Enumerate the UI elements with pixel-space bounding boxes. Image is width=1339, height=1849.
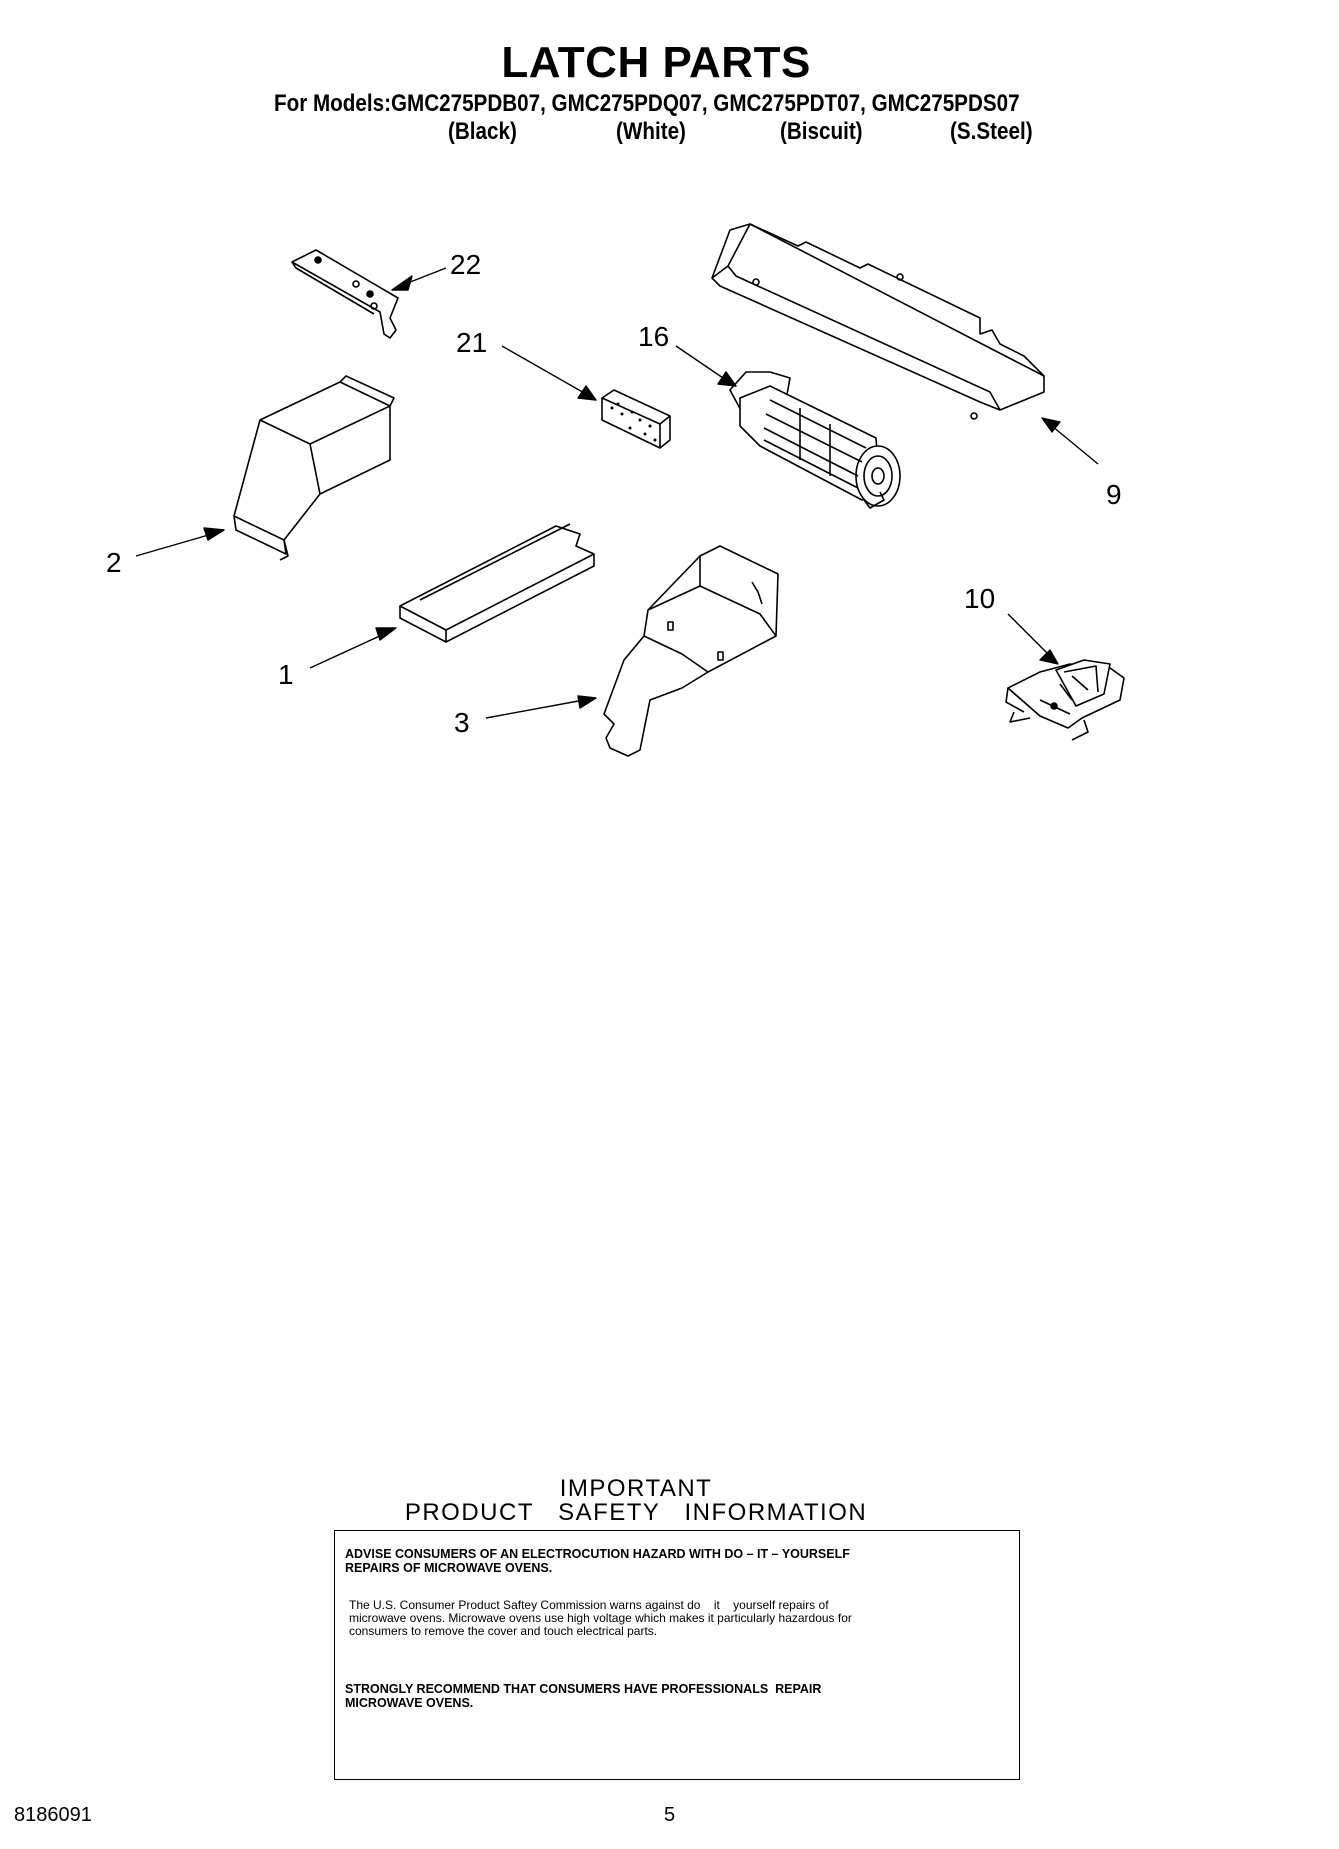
part-10-latch-switch: [1005, 659, 1125, 741]
page-title: LATCH PARTS: [501, 38, 811, 87]
part-21-block: [601, 389, 671, 449]
callout-2: 2: [106, 547, 122, 578]
color-black: (Black): [448, 118, 517, 145]
callout-3: 3: [454, 707, 470, 738]
body-line-3: consumers to remove the cover and touch …: [349, 1624, 658, 1638]
callout-21: 21: [456, 327, 487, 358]
warning-line-2: REPAIRS OF MICROWAVE OVENS.: [345, 1561, 553, 1575]
color-stainless: (S.Steel): [950, 118, 1033, 145]
safety-info-box: ADVISE CONSUMERS OF AN ELECTROCUTION HAZ…: [334, 1530, 1020, 1780]
color-white: (White): [616, 118, 686, 145]
color-biscuit: (Biscuit): [780, 118, 863, 145]
callout-1: 1: [278, 659, 294, 690]
body-line-2: microwave ovens. Microwave ovens use hig…: [349, 1611, 852, 1625]
part-1-plate: [399, 523, 595, 643]
recommend-line-1: STRONGLY RECOMMEND THAT CONSUMERS HAVE P…: [345, 1682, 822, 1696]
safety-body: The U.S. Consumer Product Saftey Commiss…: [349, 1599, 1009, 1638]
warning-line-1: ADVISE CONSUMERS OF AN ELECTROCUTION HAZ…: [345, 1547, 850, 1561]
part-22-bracket: [291, 249, 399, 339]
part-16-blower: [729, 371, 901, 509]
callout-22: 22: [450, 249, 481, 280]
leader-lines: [135, 267, 1099, 719]
recommend-line-2: MICROWAVE OVENS.: [345, 1696, 474, 1710]
models-line: For Models:GMC275PDB07, GMC275PDQ07, GMC…: [274, 90, 1020, 117]
part-9-channel: [711, 223, 1045, 420]
callout-16: 16: [638, 321, 669, 352]
safety-heading-important: IMPORTANT: [559, 1475, 713, 1502]
page-number: 5: [664, 1804, 676, 1826]
exploded-parts-diagram: 22 21 16 9 2 10 1 3: [106, 223, 1125, 757]
safety-heading-title: PRODUCT SAFETY INFORMATION: [404, 1499, 868, 1526]
callout-9: 9: [1106, 479, 1122, 510]
part-3-shield: [603, 545, 779, 757]
callout-10: 10: [964, 583, 995, 614]
body-line-1: The U.S. Consumer Product Saftey Commiss…: [349, 1598, 829, 1612]
part-2-duct: [233, 375, 395, 561]
document-number: 8186091: [14, 1804, 92, 1826]
